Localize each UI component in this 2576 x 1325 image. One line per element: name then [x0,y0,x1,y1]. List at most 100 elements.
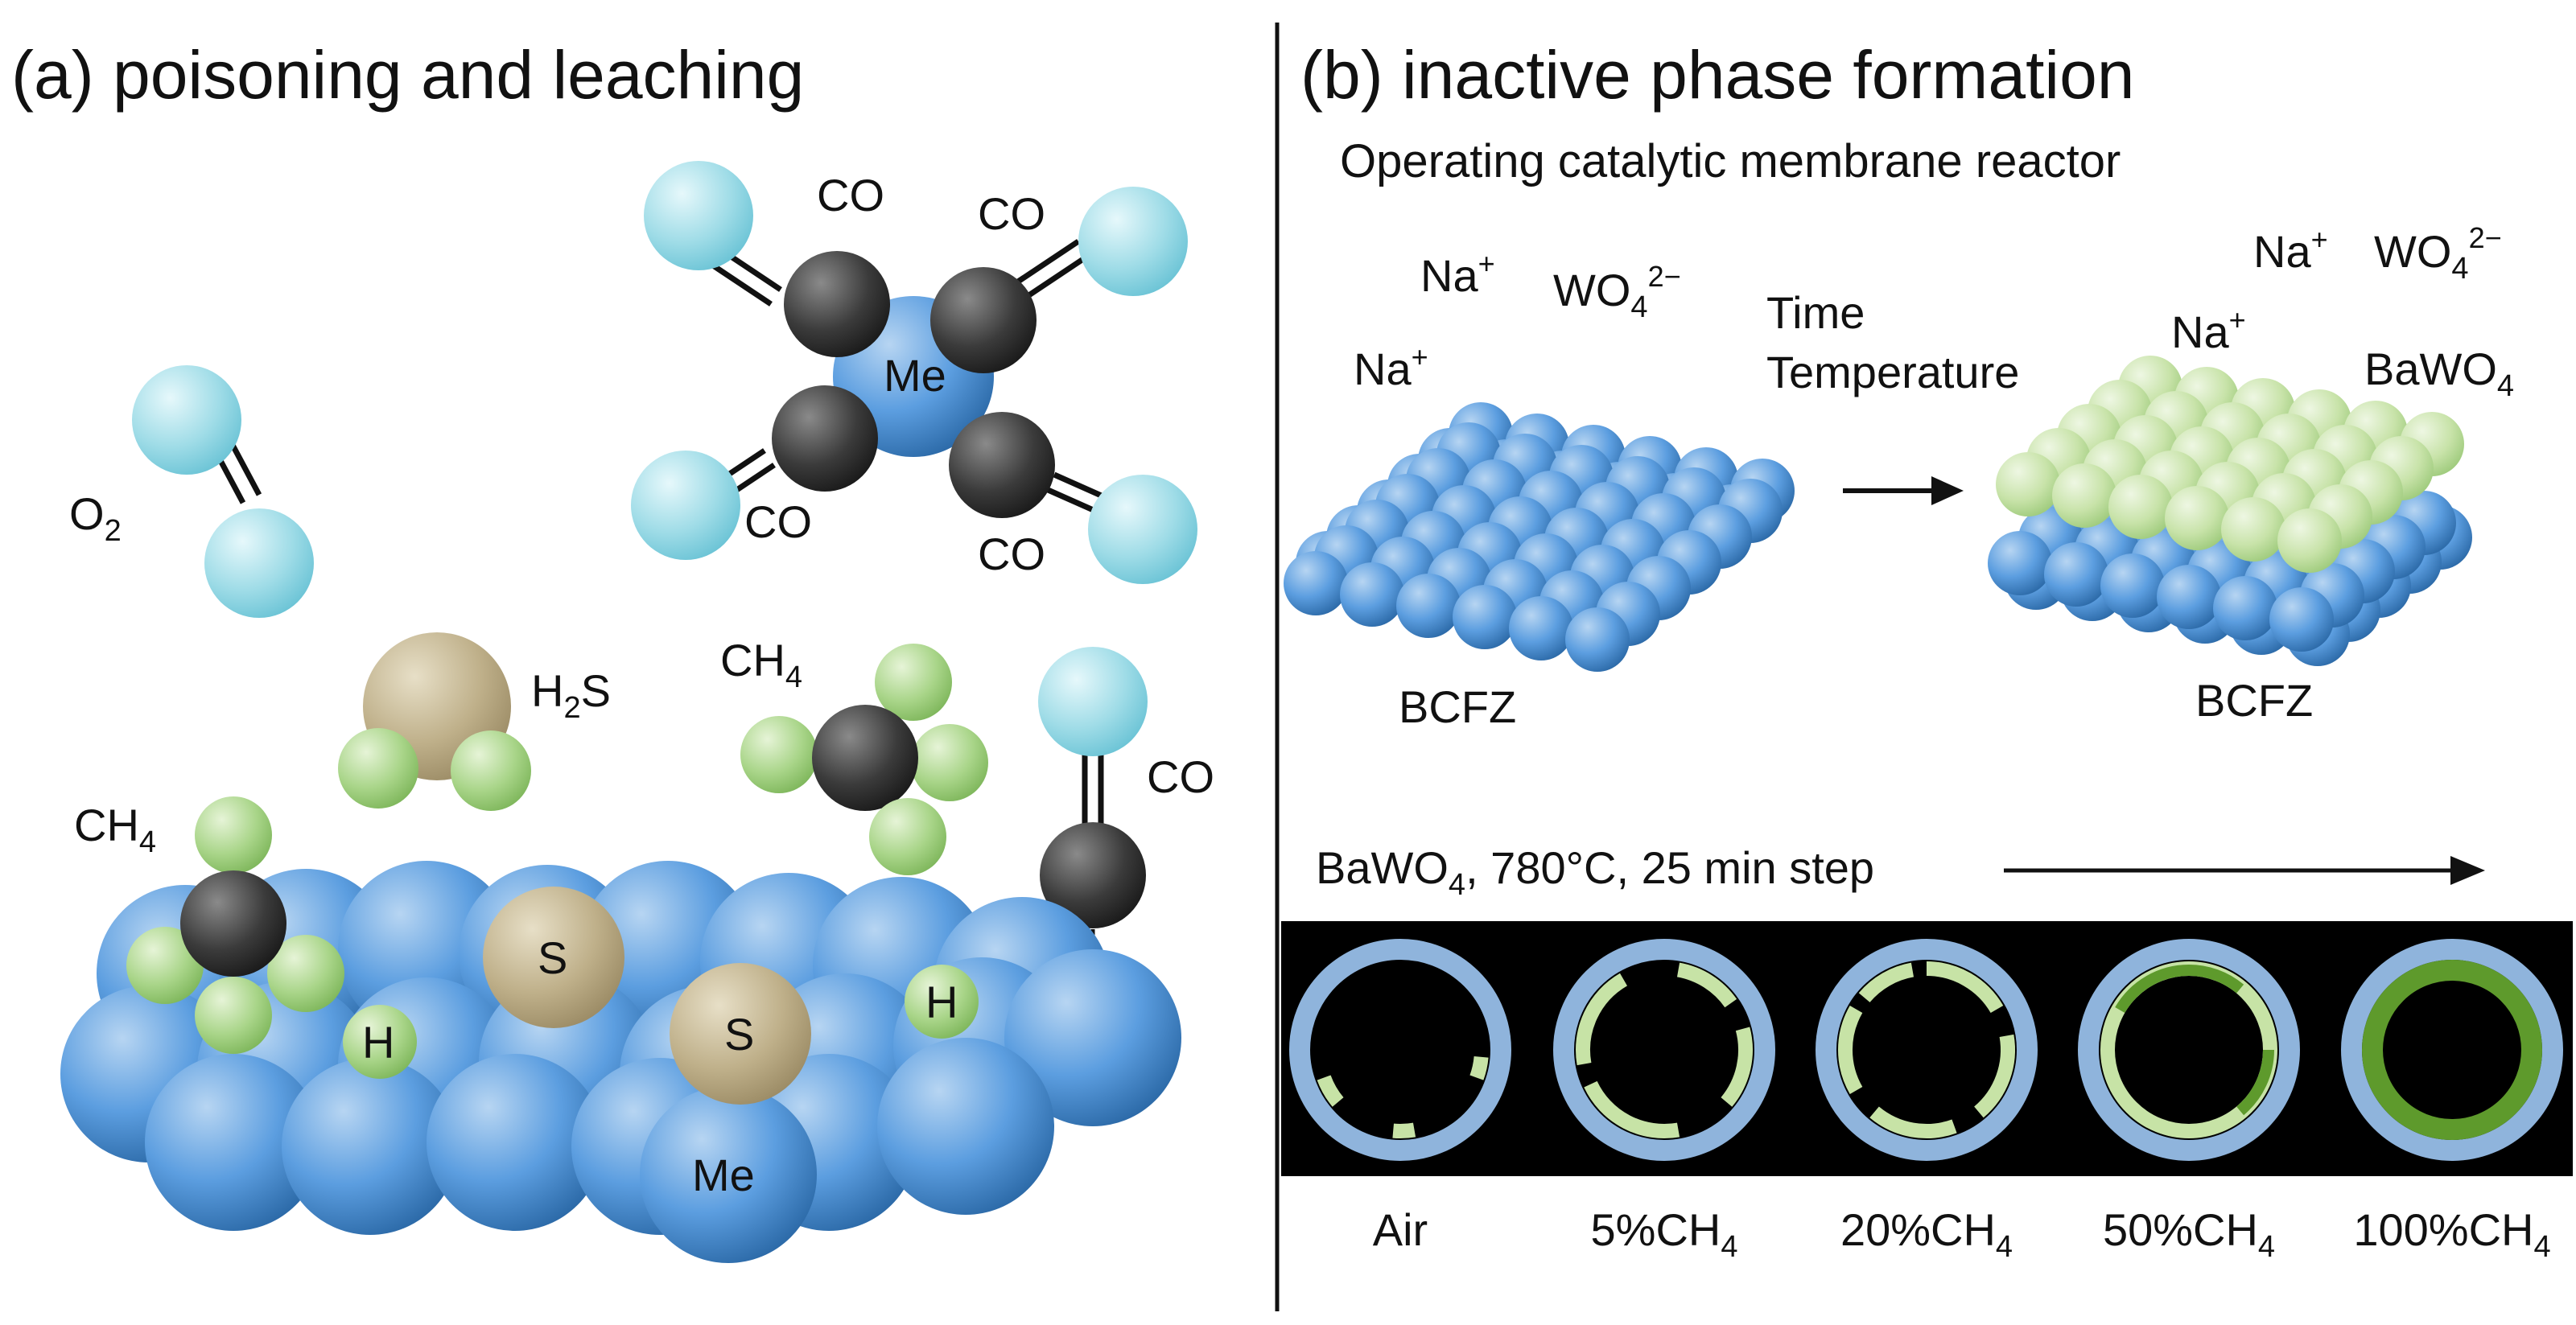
bcfz-sphere [2213,576,2277,640]
ring-condition-label: 20%CH4 [1840,1204,2013,1264]
hydrogen-atom [740,716,818,793]
bawo4-layer-segment [1926,961,2004,1014]
hydrogen-atom [126,927,204,1004]
bcfz-sphere [2100,553,2165,618]
hydrogen-atom [451,730,531,811]
panel-b-title: (b) inactive phase formation [1300,37,2135,113]
hydrogen-atom [338,728,418,809]
na-ion-label: Na+ [2171,303,2246,357]
bawo4-layer-segment [1869,1106,1957,1138]
bawo4-dense-segment [2188,965,2244,994]
process-arrow [1843,476,1964,505]
bcfz-sphere [1396,574,1461,638]
oxygen-atom [204,508,314,618]
co-oxygen-atom [1078,187,1188,296]
panel-b: (b) inactive phase formation Operating c… [1281,37,2573,1264]
bawo4-sphere [2165,486,2229,550]
o2-label: O2 [69,488,122,548]
carbon-atom [1040,822,1146,928]
co-oxygen-atom [1088,475,1197,584]
bcfz-sphere [1340,562,1404,627]
bawo4-sphere [1996,452,2060,516]
ring-condition-label: 5%CH4 [1591,1204,1738,1264]
oxygen-atom [132,365,241,475]
hydrogen-atom [869,798,946,875]
membrane-ring [2078,939,2300,1161]
bawo4-dense-segment [2236,1049,2274,1116]
hydrogen-atom [911,724,988,801]
co-label: CO [744,496,812,547]
co-carbon-atom [930,267,1037,373]
ring-condition-label: 50%CH4 [2103,1204,2275,1264]
bawo4-layer-segment [1838,1006,1863,1094]
co-carbon-atom [949,412,1055,518]
bawo4-layer-segment [1721,1027,1753,1107]
bcfz-label: BCFZ [1399,681,1516,732]
ch4-adsorbed: CH4 [74,796,344,1054]
s-label: S [538,932,567,983]
bcfz-slab-left [1284,402,1795,672]
panel-a-title: (a) poisoning and leaching [11,37,804,113]
bawo4-layer-segment [1584,1080,1680,1138]
bcfz-sphere [1509,596,1573,660]
membrane-ring [1289,939,1511,1161]
wo4-ion-label: WO42− [1553,260,1681,324]
hydrogen-atom [875,644,952,721]
bawo4-dense-segment [2362,960,2543,1140]
panel-b-subtitle: Operating catalytic membrane reactor [1340,135,2121,187]
hydrogen-atom [343,1005,417,1079]
me-label: Me [692,1150,755,1200]
co-label: CO [1147,751,1214,802]
membrane-ring [1816,939,2038,1161]
hydrogen-atom [267,935,344,1012]
metal-atom [640,1086,817,1263]
na-ion-label: Na+ [1420,247,1495,301]
oxygen-atom [1038,647,1148,756]
na-ion-label: Na+ [1354,340,1428,394]
s-label: S [724,1009,754,1060]
hydrogen-atom [195,796,272,874]
bcfz-sphere [1565,607,1630,672]
bawo4-layer-segment [1576,973,1628,1066]
bcfz-sphere [1988,531,2052,595]
step-arrow [2004,856,2485,885]
bawo4-layer-segment [1973,1034,2015,1118]
bawo4-layer [1996,356,2464,573]
ch4-label: CH4 [720,635,802,694]
metal-surface: Me S S H H [60,861,1181,1263]
bawo4-sphere [2277,508,2342,573]
bawo4-sphere [2221,497,2285,562]
bawo4-sphere [2108,475,2173,539]
carbon-atom [812,705,918,811]
temperature-label: Temperature [1766,347,2019,397]
carbon-atom [180,870,286,977]
h2s-molecule: H2S [338,632,611,811]
metal-carbonyl: Me CO CO CO CO [631,161,1197,584]
h-label: H [925,977,958,1027]
bawo4-layer-segment [1858,962,1914,1003]
h-label: H [362,1017,394,1068]
co-label: CO [817,170,884,220]
co-label: CO [978,188,1045,239]
co-oxygen-atom [644,161,753,270]
bcfz-label: BCFZ [2195,675,2313,726]
bcfz-sphere [2157,565,2221,629]
o2-molecule: O2 [69,365,314,618]
co-label: CO [978,529,1045,579]
co-carbon-atom [772,385,878,492]
bawo4-layer-segment [1469,1055,1489,1080]
time-label: Time [1766,287,1865,338]
na-ion-label: Na+ [2253,223,2328,277]
bawo4-label: BaWO4 [2364,344,2514,403]
co-carbon-atom [784,251,890,357]
panel-a: (a) poisoning and leaching Me CO CO CO C… [11,37,1214,1263]
hydrogen-atom [195,977,272,1054]
wo4-ion-label: WO42− [2374,221,2502,286]
bawo4-layer-segment [1317,1075,1344,1107]
bawo4-layer-segment [1676,962,1737,1008]
ring-condition-label: 100%CH4 [2353,1204,2550,1264]
adsorbed-co: CO [1038,647,1214,977]
sulfur-atom [483,887,624,1028]
ring-condition-label: Air [1373,1204,1428,1255]
